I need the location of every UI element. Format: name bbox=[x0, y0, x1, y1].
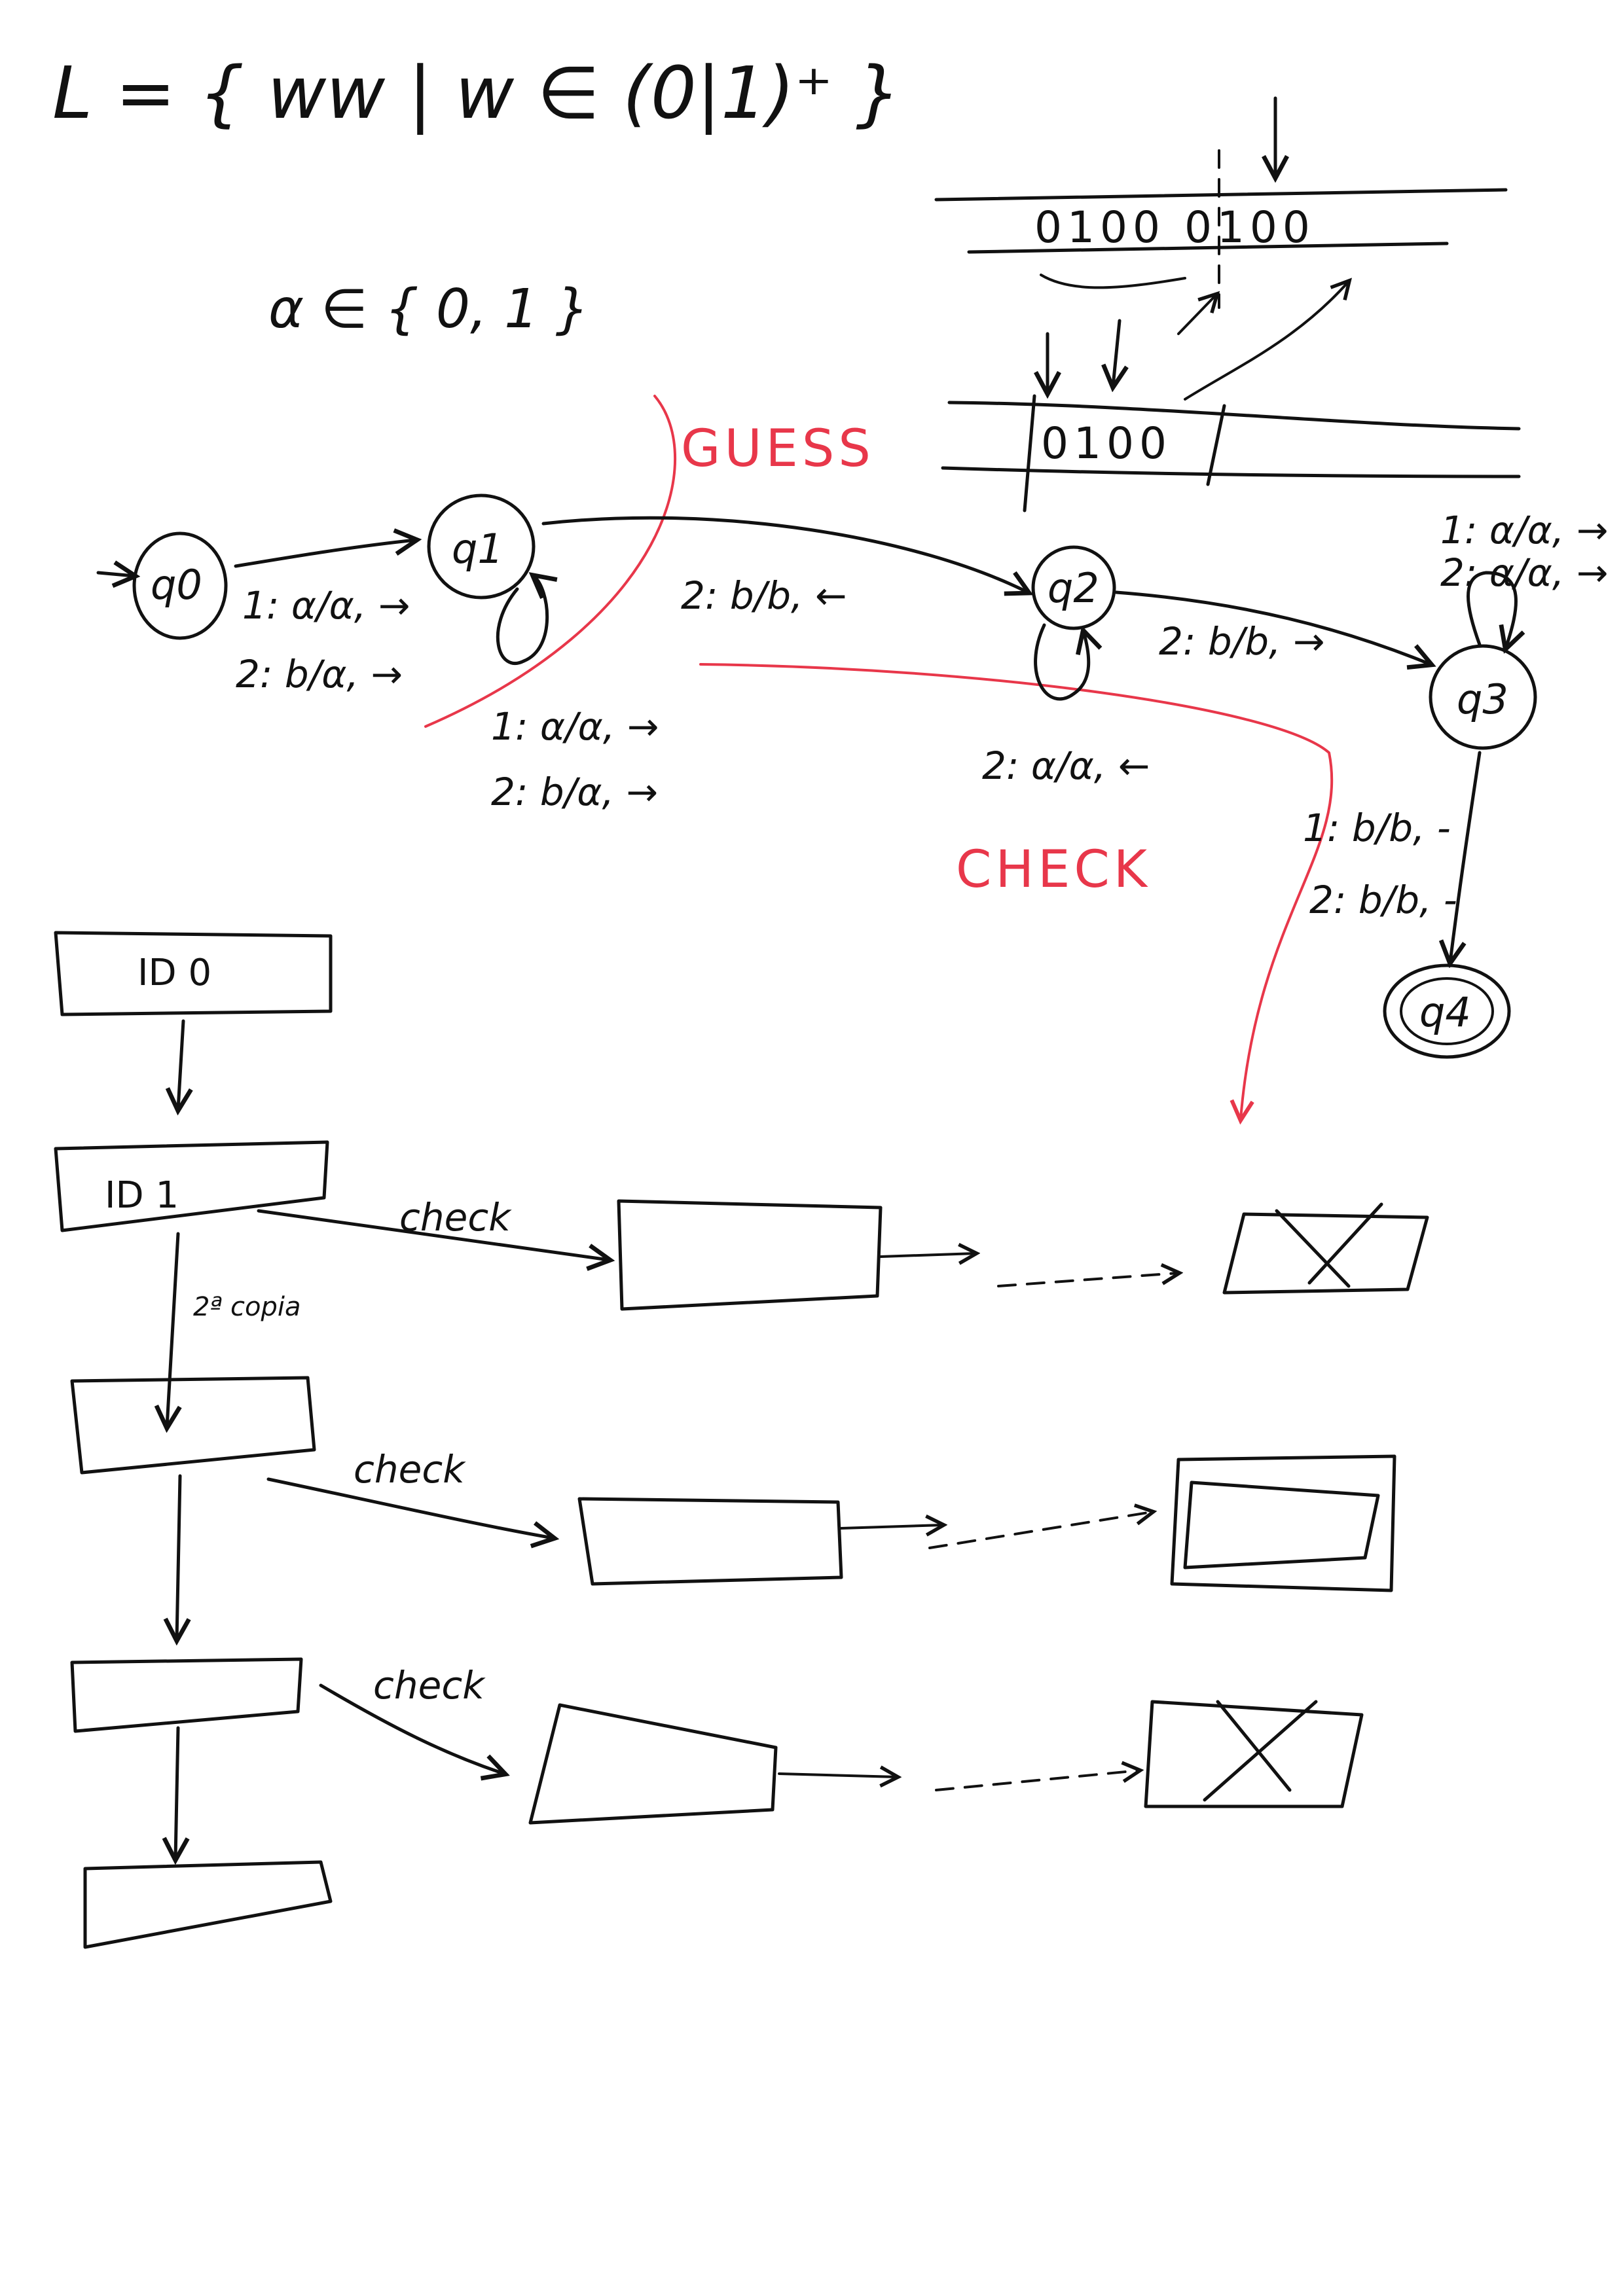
copy-label: 2ª copia bbox=[193, 1292, 301, 1322]
edge-q2-q3-label: 2: b/b, → bbox=[1159, 619, 1325, 664]
tape-illustration: 0100 0100 0100 bbox=[934, 96, 1521, 512]
accept-box-2 bbox=[1170, 1454, 1396, 1592]
id4-box bbox=[83, 1860, 333, 1949]
check-1-arrow-b bbox=[997, 1273, 1178, 1287]
edge-q2-q3 bbox=[1114, 590, 1431, 664]
edge-q1-loop-label-2: 2: b/α, → bbox=[491, 770, 658, 814]
check-2-arrow-a bbox=[840, 1525, 943, 1528]
reject-box-3 bbox=[1144, 1700, 1364, 1808]
id3-box bbox=[70, 1657, 303, 1733]
edge-q2-loop bbox=[1034, 623, 1089, 701]
edge-q3-q4 bbox=[1450, 751, 1482, 962]
tape-brace bbox=[1040, 274, 1186, 289]
language-title: L = { ww | w ∈ (0|1)⁺ } bbox=[52, 51, 902, 135]
check-arrow-2 bbox=[266, 1477, 553, 1538]
edge-q3-q4-label-2: 2: b/b, - bbox=[1309, 878, 1457, 922]
id2-box bbox=[70, 1376, 316, 1475]
edge-q1-loop bbox=[496, 576, 547, 665]
id0-label: ID 0 bbox=[137, 952, 211, 994]
state-q3: q3 bbox=[1429, 644, 1537, 750]
guess-boundary bbox=[424, 395, 677, 728]
check-arrow-1 bbox=[257, 1209, 609, 1260]
edge-q2-loop-label: 2: α/α, ← bbox=[982, 744, 1150, 788]
tape-bottom-left-edge bbox=[1023, 394, 1036, 512]
state-q0: q0 bbox=[132, 531, 228, 640]
flow-arrow-0-1 bbox=[178, 1019, 183, 1109]
flow-diagram: ID 0 ID 1 check 2ª copia check check bbox=[54, 931, 1429, 1949]
state-q4-label: q4 bbox=[1419, 988, 1471, 1036]
check-box-1 bbox=[617, 1199, 883, 1311]
flow-arrow-2-3 bbox=[177, 1474, 180, 1640]
state-q3-label: q3 bbox=[1457, 675, 1508, 723]
edge-q1-loop-label-1: 1: α/α, → bbox=[491, 704, 659, 749]
guess-label: GUESS bbox=[681, 420, 875, 478]
state-q1: q1 bbox=[427, 493, 536, 600]
check-label-2: check bbox=[354, 1447, 466, 1492]
state-q0-label: q0 bbox=[151, 561, 202, 609]
check-label-3: check bbox=[373, 1663, 486, 1708]
state-q2: q2 bbox=[1031, 545, 1116, 630]
check-arrow-3 bbox=[319, 1683, 504, 1774]
id1-box bbox=[54, 1140, 329, 1232]
check-label-1: check bbox=[399, 1195, 512, 1240]
tape-bottom-read-arrow bbox=[1113, 319, 1120, 386]
edge-q3-loop bbox=[1467, 571, 1516, 648]
flow-arrow-3-4 bbox=[175, 1726, 178, 1859]
state-q2-label: q2 bbox=[1048, 564, 1099, 612]
id0-box bbox=[54, 931, 333, 1016]
check-box-3 bbox=[528, 1703, 778, 1825]
edge-q0-q1-label-1: 1: α/α, → bbox=[242, 583, 410, 628]
check-3-arrow-a bbox=[778, 1774, 897, 1777]
tape-bottom-line-lower bbox=[941, 466, 1521, 478]
start-arrow bbox=[96, 573, 134, 576]
tape-bottom-content: 0100 bbox=[1041, 418, 1172, 469]
edge-q3-loop-label-2: 2: α/α, → bbox=[1440, 550, 1608, 595]
edge-q3-loop-label-1: 1: α/α, → bbox=[1440, 508, 1608, 552]
reject-box-1 bbox=[1222, 1202, 1429, 1295]
state-q1-label: q1 bbox=[452, 525, 503, 573]
alphabet-definition: α ∈ { 0, 1 } bbox=[268, 278, 590, 340]
edge-q1-q2 bbox=[541, 516, 1028, 592]
check-boundary bbox=[699, 663, 1334, 1119]
tape-copy-arrow bbox=[1184, 281, 1349, 401]
tape-top-line-lower bbox=[967, 242, 1449, 254]
check-label: CHECK bbox=[956, 840, 1151, 899]
check-3-arrow-b bbox=[935, 1770, 1139, 1791]
tape-top-line-upper bbox=[934, 188, 1508, 202]
flow-arrow-1-2 bbox=[167, 1232, 178, 1427]
id1-label: ID 1 bbox=[105, 1174, 179, 1217]
edge-q0-q1 bbox=[234, 540, 416, 568]
check-1-arrow-a bbox=[879, 1253, 976, 1257]
tape-top-content: 0100 0100 bbox=[1034, 202, 1315, 253]
state-q4: q4 bbox=[1383, 963, 1511, 1059]
check-box-2 bbox=[577, 1497, 843, 1586]
edge-q1-q2-label: 2: b/b, ← bbox=[681, 573, 847, 618]
tape-bottom-right-edge bbox=[1206, 404, 1226, 486]
edge-q0-q1-label-2: 2: b/α, → bbox=[236, 652, 403, 696]
tape-back-arrow bbox=[1177, 295, 1216, 335]
check-2-arrow-b bbox=[928, 1512, 1152, 1549]
edge-q3-q4-label-1: 1: b/b, - bbox=[1303, 806, 1451, 850]
